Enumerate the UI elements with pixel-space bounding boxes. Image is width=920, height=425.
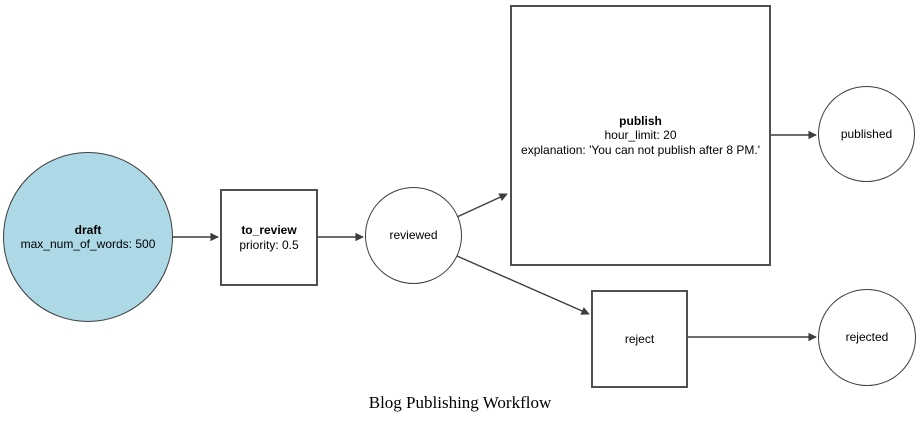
node-draft: draft max_num_of_words: 500 [3,152,173,322]
node-rejected: rejected [818,289,916,386]
node-to-review-label: to_review [241,223,297,237]
node-reviewed-label: reviewed [389,228,438,243]
edge-reviewed-publish [456,193,508,218]
node-reject-label: reject [624,331,655,346]
node-publish-label: publish [619,113,662,128]
node-rejected-label: rejected [845,330,889,345]
node-draft-label: draft [74,222,102,237]
node-draft-detail: max_num_of_words: 500 [20,237,156,251]
node-published-label: published [840,126,893,141]
node-reject: reject [591,290,688,388]
diagram-title: Blog Publishing Workflow [368,393,552,412]
node-to-review: to_review priority: 0.5 [220,189,318,286]
node-to-review-detail: priority: 0.5 [239,237,299,252]
node-published: published [818,86,915,182]
node-publish-detail: hour_limit: 20 [604,128,677,143]
node-publish: publish hour_limit: 20 explanation: 'You… [510,5,771,266]
edge-reviewed-reject [456,255,590,315]
node-reviewed: reviewed [365,187,462,284]
node-publish-detail2: explanation: 'You can not publish after … [521,142,760,157]
